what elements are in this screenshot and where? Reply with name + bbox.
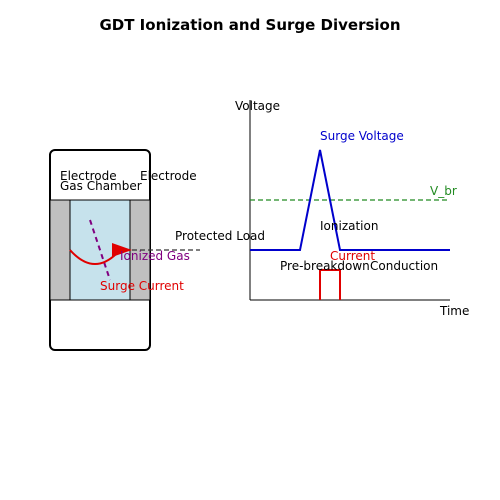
current-label: Current <box>330 249 375 263</box>
surge-current-label: Surge Current <box>100 279 184 293</box>
ionized-gas-path <box>89 219 111 281</box>
gdt-device: Electrode Gas Chamber Electrode Protecte… <box>49 149 265 351</box>
current-pulse <box>319 269 341 300</box>
ionization-label: Ionization <box>320 219 378 233</box>
electrode-left <box>49 199 71 301</box>
electrode-left-label: Electrode <box>60 169 117 183</box>
surge-current-arrowhead <box>112 243 132 257</box>
voltage-time-graph: Voltage Time V_br Surge Voltage Current … <box>235 99 469 318</box>
ionized-gas-label: Ionized Gas <box>120 249 190 263</box>
pre-breakdown-label: Pre-breakdown <box>280 259 370 273</box>
y-axis-label: Voltage <box>235 99 280 113</box>
surge-voltage-label: Surge Voltage <box>320 129 404 143</box>
electrode-right-label: Electrode <box>140 169 197 183</box>
gas-chamber-label: Gas Chamber <box>60 179 142 193</box>
vbr-label: V_br <box>430 184 457 198</box>
x-axis-label: Time <box>439 304 469 318</box>
protected-load-label: Protected Load <box>175 229 265 243</box>
conduction-label: Conduction <box>370 259 438 273</box>
diagram-title: GDT Ionization and Surge Diversion <box>99 16 400 34</box>
voltage-waveform <box>250 149 450 251</box>
